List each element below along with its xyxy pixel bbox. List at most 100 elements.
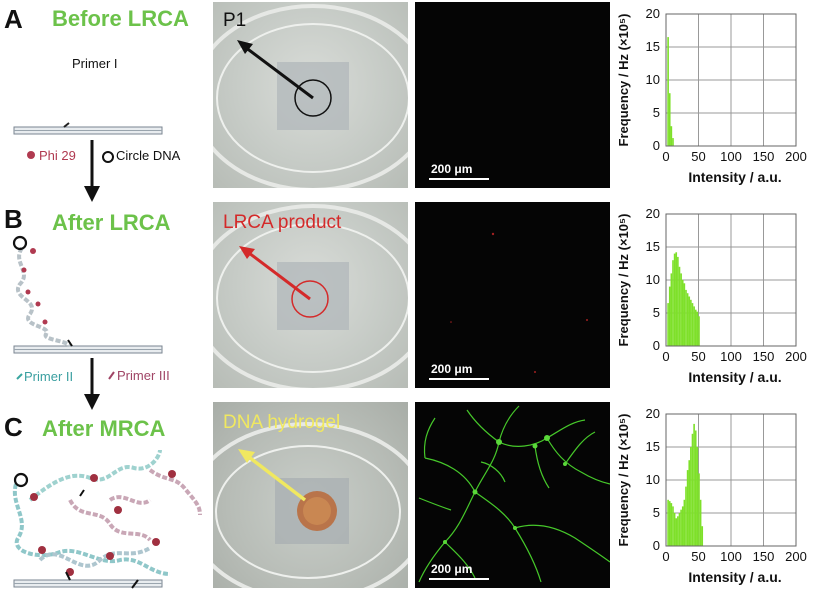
schematic-diagram xyxy=(12,122,202,589)
hydrogel-fibers xyxy=(418,405,610,583)
before-lrca-bar xyxy=(667,37,669,146)
fluorescence-after-lrca: 200 μm xyxy=(415,202,610,388)
after-lrca-bar xyxy=(678,266,681,346)
after-mrca-xtick-label: 0 xyxy=(662,549,669,564)
scale-bar-label-c: 200 μm xyxy=(431,562,473,576)
after-mrca-bar xyxy=(683,499,686,546)
photo-c-pointer-line xyxy=(243,452,307,502)
after-mrca-bar xyxy=(677,516,679,546)
before-lrca-xlabel: Intensity / a.u. xyxy=(688,169,781,185)
mrca-phi29-dots xyxy=(30,470,176,576)
after-lrca-xtick-label: 0 xyxy=(662,349,669,364)
after-mrca-xtick-label: 200 xyxy=(785,549,807,564)
after-mrca-ytick-label: 0 xyxy=(653,538,660,553)
before-lrca-xtick-label: 150 xyxy=(753,149,775,164)
before-lrca-ytick-label: 5 xyxy=(653,105,660,120)
primer-ii-label: Primer II xyxy=(24,369,74,384)
after-mrca-bar xyxy=(667,499,669,546)
after-lrca-xtick-label: 100 xyxy=(720,349,742,364)
after-lrca-bar xyxy=(694,309,697,346)
after-mrca-bar xyxy=(678,513,681,546)
after-lrca-bar xyxy=(693,306,695,346)
primer-iii-label: Primer III xyxy=(117,368,170,383)
photo-label-p1: P1 xyxy=(223,10,247,31)
row-title-after-mrca: After MRCA xyxy=(42,416,166,441)
before-lrca-xtick-label: 200 xyxy=(785,149,807,164)
fluorescence-before-lrca: 200 μm xyxy=(415,2,610,188)
after-mrca-xtick-label: 100 xyxy=(720,549,742,564)
after-lrca-bar xyxy=(677,256,679,346)
after-lrca-ylabel: Frequency / Hz (×10⁵) xyxy=(616,214,631,347)
before-lrca-bar xyxy=(668,93,671,146)
after-lrca-bar xyxy=(681,280,684,346)
before-lrca-ytick-label: 10 xyxy=(646,72,660,87)
after-lrca-ytick-label: 15 xyxy=(646,239,660,254)
after-lrca-ytick-label: 5 xyxy=(653,305,660,320)
fluorescence-after-mrca: 200 μm xyxy=(415,402,610,588)
after-mrca-bar xyxy=(681,506,684,546)
after-mrca-ytick-label: 15 xyxy=(646,439,660,454)
after-mrca-bar xyxy=(693,423,695,546)
scale-bar-a xyxy=(429,178,489,180)
before-lrca-xtick-label: 100 xyxy=(720,149,742,164)
after-mrca-xtick-label: 150 xyxy=(753,549,775,564)
after-lrca-xlabel: Intensity / a.u. xyxy=(688,369,781,385)
panel-letter-a: A xyxy=(4,4,23,34)
scale-bar-label-a: 200 μm xyxy=(431,162,473,176)
after-lrca-bar xyxy=(686,293,689,346)
circle-dna-label: Circle DNA xyxy=(116,148,181,163)
after-mrca-bar xyxy=(685,486,687,546)
after-lrca-plot-frame xyxy=(665,213,797,347)
after-lrca-xtick-label: 150 xyxy=(753,349,775,364)
after-mrca-ylabel: Frequency / Hz (×10⁵) xyxy=(616,414,631,547)
primer-ii-icon xyxy=(16,373,23,380)
arrow-b-to-c xyxy=(84,358,100,410)
surface-b xyxy=(13,345,163,354)
after-lrca-bar xyxy=(690,299,692,346)
mrca-network xyxy=(12,449,202,576)
phi29-icon xyxy=(27,151,35,159)
scale-bar-label-b: 200 μm xyxy=(431,362,473,376)
surface-c xyxy=(13,579,163,588)
after-mrca-bar xyxy=(673,513,676,546)
after-mrca-bar xyxy=(668,501,671,546)
after-mrca-xlabel: Intensity / a.u. xyxy=(688,569,781,585)
phi29-label: Phi 29 xyxy=(39,148,76,163)
photo-label-dna-hydrogel: DNA hydrogel xyxy=(223,412,341,433)
before-lrca-ylabel: Frequency / Hz (×10⁵) xyxy=(616,14,631,147)
panel-letter-c: C xyxy=(4,412,23,442)
after-mrca-plot-frame xyxy=(665,413,797,547)
after-lrca-bar xyxy=(696,311,699,346)
after-mrca-xtick-label: 50 xyxy=(691,549,705,564)
panel-letter-b: B xyxy=(4,204,23,234)
lrca-strand xyxy=(12,235,73,348)
after-lrca-bar xyxy=(667,303,669,346)
after-mrca-bar xyxy=(694,430,697,546)
primer-i-label: Primer I xyxy=(72,56,118,71)
after-lrca-bar xyxy=(672,260,674,346)
after-lrca-bar xyxy=(680,273,682,346)
after-lrca-bar xyxy=(685,289,687,346)
after-mrca-ytick-label: 5 xyxy=(653,505,660,520)
after-mrca-bar xyxy=(690,447,692,546)
after-lrca-bar xyxy=(691,303,694,346)
after-lrca-bar xyxy=(668,286,671,346)
scale-bar-c xyxy=(429,578,489,580)
photo-label-lrca-product: LRCA product xyxy=(223,212,342,233)
photo-c-pointer-head xyxy=(238,449,255,463)
mrca-primer-ends xyxy=(65,489,139,589)
primer-iii-icon xyxy=(108,371,115,380)
hydrogel-clusters xyxy=(443,435,567,544)
photo-b-pointer-head xyxy=(239,246,255,259)
photo-before-lrca: P1 xyxy=(213,2,408,188)
before-lrca-plot-frame xyxy=(665,13,797,147)
after-lrca-bar xyxy=(673,253,676,346)
after-mrca-bar xyxy=(680,509,682,546)
after-lrca-ytick-label: 10 xyxy=(646,272,660,287)
scale-bar-b xyxy=(429,378,489,380)
after-mrca-bar xyxy=(698,473,700,546)
after-lrca-ytick-label: 20 xyxy=(646,206,660,221)
photo-after-lrca: LRCA product xyxy=(213,202,408,388)
